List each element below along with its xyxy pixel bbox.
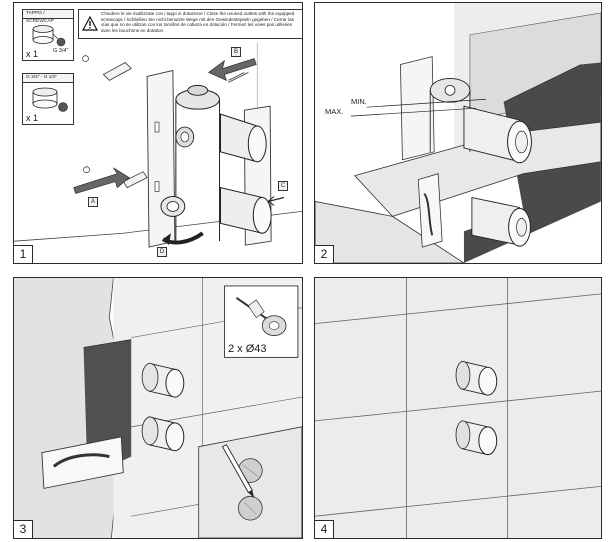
adapter-icon: [32, 87, 68, 112]
min-label: MIN.: [351, 97, 367, 106]
screwcap-qty: x 1: [26, 49, 39, 59]
panel-step-3: 2 x Ø43 3: [13, 277, 303, 539]
step-2-illustration: [315, 3, 601, 263]
warning-icon: [82, 16, 98, 31]
max-label: MAX.: [325, 107, 344, 116]
step-number-3: 3: [14, 520, 33, 538]
callout-a: A: [88, 197, 98, 207]
screwcap-icon: [32, 25, 66, 47]
adapter-inset: G 3/4" - G 1/2" x 1: [22, 73, 74, 125]
adapter-qty: x 1: [26, 113, 39, 123]
step-1-illustration: [14, 42, 302, 248]
panel-step-2: MIN. MAX. 2: [314, 2, 602, 264]
step-3-illustration: [14, 278, 302, 538]
adapter-label: G 3/4" - G 1/2": [23, 74, 73, 83]
callout-c: C: [278, 181, 288, 191]
screwcap-label: TAPPO / SCREWCAP: [23, 10, 73, 24]
step-number-4: 4: [315, 520, 334, 538]
step-number-2: 2: [315, 245, 334, 263]
warning-notice: Chiudere le vie inutilizzate con i tappi…: [78, 9, 302, 39]
screwcap-thread: G 3/4": [53, 48, 69, 54]
callout-b: B: [231, 47, 241, 57]
screwcap-inset: TAPPO / SCREWCAP G 3/4" x 1: [22, 9, 74, 61]
diameter-note: 2 x Ø43: [228, 343, 267, 355]
warning-text: Chiudere le vie inutilizzate con i tappi…: [101, 11, 295, 33]
step-4-illustration: [315, 278, 601, 538]
panel-step-1: Chiudere le vie inutilizzate con i tappi…: [13, 2, 303, 264]
panel-step-4: 4: [314, 277, 602, 539]
callout-d: D: [157, 247, 167, 257]
step-number-1: 1: [14, 245, 33, 263]
